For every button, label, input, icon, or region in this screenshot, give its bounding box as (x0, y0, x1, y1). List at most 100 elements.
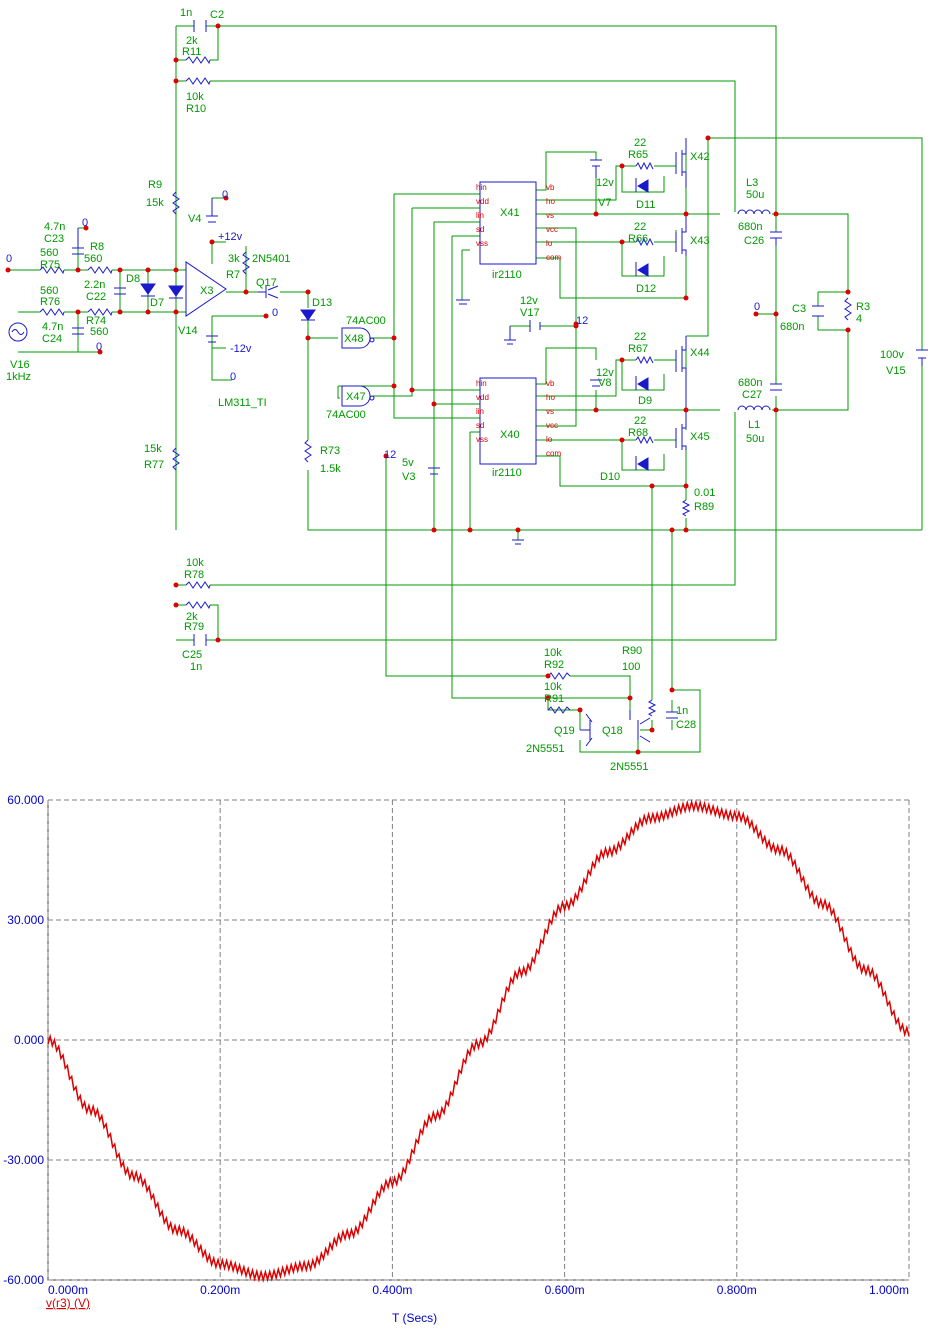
x40-pin-ho: ho (546, 393, 555, 402)
c3-capacitor (812, 305, 824, 317)
r90-value: 100 (622, 661, 640, 673)
r73-resistor (304, 439, 312, 463)
c24-value: 4.7n (42, 321, 63, 333)
x40-pin-vss: vss (476, 435, 488, 444)
r92-value: 10k (544, 647, 562, 659)
c24-label: C24 (42, 333, 62, 345)
v15-label: V15 (886, 365, 906, 377)
components (8, 20, 928, 747)
r11-label: R11 (182, 46, 201, 58)
r91-value: 10k (544, 681, 562, 693)
c26-label: C26 (744, 235, 764, 247)
v15-battery (916, 349, 928, 366)
r92-resistor (547, 672, 571, 680)
r78-value: 10k (186, 557, 204, 569)
v8-label: V8 (598, 377, 611, 389)
r3-label: R3 (856, 301, 870, 313)
x3-model: LM311_TI (218, 397, 267, 409)
c2-value: 1n (180, 7, 192, 19)
r9-value: 15k (146, 197, 164, 209)
c2-capacitor (193, 20, 207, 32)
x41-pin-vdd: vdd (476, 197, 489, 206)
d12-zener (635, 262, 649, 277)
v14-label: V14 (178, 325, 198, 337)
r67-label: R67 (628, 343, 648, 355)
y-tick-label: -30.000 (3, 1153, 44, 1167)
x40-pin-lo: lo (546, 435, 553, 444)
x-tick-label: 0.000m (48, 1283, 88, 1297)
x-tick-label: 0.200m (200, 1283, 240, 1297)
q17-label: Q17 (256, 277, 277, 289)
x47-model: 74AC00 (326, 409, 366, 421)
q17-out-node: 0 (272, 307, 278, 319)
x41-model: ir2110 (492, 269, 522, 281)
x3-comparator (185, 261, 227, 317)
c25-label: C25 (182, 649, 202, 661)
c23-label: C23 (44, 233, 64, 245)
c23-value: 4.7n (44, 221, 65, 233)
c23-capacitor (72, 228, 84, 255)
r74-label: R74 (86, 315, 106, 327)
c24-ground: 0 (96, 341, 102, 353)
v4-value: +12v (218, 231, 243, 243)
r77-resistor (172, 447, 180, 471)
x40-pin-vs: vs (546, 407, 554, 416)
x48-model: 74AC00 (346, 315, 386, 327)
x40-pin-vdd: vdd (476, 393, 489, 402)
x40-pin-sd: sd (476, 421, 484, 430)
x-tick-label: 0.800m (717, 1283, 757, 1297)
x40-pin-com: com (546, 449, 561, 458)
d8-label: D8 (126, 273, 140, 285)
v4-ground: 0 (222, 189, 228, 201)
r65-label: R65 (628, 149, 648, 161)
r11-resistor (185, 56, 211, 65)
input-node: 0 (6, 253, 12, 265)
c27-label: C27 (742, 389, 762, 401)
x41-pin-ho: ho (546, 197, 555, 206)
r89-value: 0.01 (694, 487, 715, 499)
q18-model: 2N5551 (610, 761, 649, 770)
v3-value: 5v (402, 457, 414, 469)
d9-zener (635, 376, 649, 391)
q19-label: Q19 (554, 725, 575, 737)
r3-resistor (844, 297, 852, 321)
x41-pin-lo: lo (546, 239, 553, 248)
output-ground: 0 (754, 301, 760, 313)
circuit-schematic: 1n C2 2k R11 10k R10 R9 15k V4 0 +12v 3k… (5, 7, 928, 770)
q17-model: 2N5401 (252, 253, 291, 265)
r91-resistor (547, 706, 571, 714)
c27-value: 680n (738, 377, 762, 389)
x40-pin-vb: vb (546, 379, 555, 388)
c27-capacitor (770, 383, 782, 391)
r3-value: 4 (856, 313, 862, 325)
r67-value: 22 (634, 331, 646, 343)
x41-pin-vs: vs (546, 211, 554, 220)
r66-resistor (635, 237, 654, 247)
c22-capacitor (114, 287, 126, 295)
r10-label: R10 (186, 103, 206, 115)
l1-label: L1 (748, 419, 760, 431)
c22-label: C22 (86, 291, 106, 303)
v16-value: 1kHz (6, 371, 31, 383)
x40-model: ir2110 (492, 467, 522, 479)
r11-value: 2k (186, 35, 198, 47)
v3-battery (428, 467, 440, 475)
r78-label: R78 (184, 569, 204, 581)
x40-pin-lin: lin (476, 407, 484, 416)
r75-value: 560 (40, 247, 58, 259)
c23-ground: 0 (82, 217, 88, 229)
r65-resistor (635, 161, 654, 171)
v17-value: 12v (520, 295, 538, 307)
r10-resistor (185, 77, 211, 86)
x-tick-label: 0.600m (545, 1283, 585, 1297)
legend-series-name: v(r3) (V) (46, 1296, 90, 1310)
r91-label: R91 (544, 693, 564, 705)
r68-resistor (635, 435, 654, 445)
x42-label: X42 (690, 151, 710, 163)
x44-label: X44 (690, 347, 710, 359)
x47-nand (341, 385, 375, 407)
r8-resistor (87, 266, 113, 275)
r79-resistor (185, 601, 211, 610)
v15-value: 100v (880, 349, 904, 361)
